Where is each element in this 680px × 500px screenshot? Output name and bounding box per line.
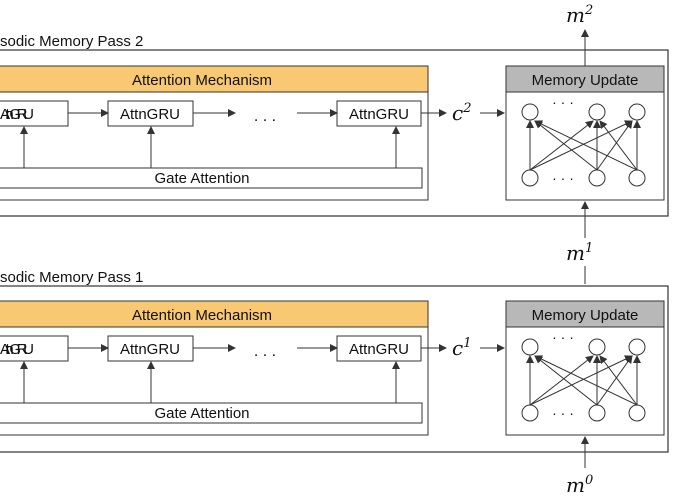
pass-2-gate-attention (0, 167, 423, 189)
memory-input-m0: m0 (566, 473, 593, 497)
pass-1-gru-left (0, 335, 69, 362)
pass-2-outer-box (0, 49, 669, 217)
pass-2-gru-left (0, 100, 69, 127)
episodic-memory-pass-2: sodic Memory Pass 2 Attention Mechanism … (0, 29, 669, 217)
pass-2-gate-label: Gate Attention (154, 170, 249, 187)
pass-1-memory-update-label: Memory Update (532, 307, 639, 324)
pass-1-memory-network (521, 338, 646, 422)
pass-1-gru-mid-label: AttnGRU (120, 341, 180, 358)
pass-2-attention-label: Attention Mechanism (132, 72, 272, 89)
pass-2-memory-network (521, 103, 646, 187)
pass-2-node-dots-top: · · · (552, 94, 574, 110)
pass-1-title: sodic Memory Pass 1 (0, 269, 143, 286)
pass-1-gru-right (336, 335, 422, 362)
episodic-memory-pass-1: sodic Memory Pass 1 Attention Mechanism … (0, 269, 669, 453)
pass-2-gru-right-label: AttnGRU (349, 106, 409, 123)
pass-2-ellipsis: . . . (254, 108, 276, 125)
pass-2-node-dots-bottom: · · · (552, 170, 574, 186)
pass-2-attention-header (0, 65, 429, 93)
pass-1-gate-attention (0, 402, 423, 424)
pass-2-memory-update-header (505, 65, 665, 93)
memory-output-m2: m2 (566, 3, 593, 27)
pass-1-gru-right-label: AttnGRU (349, 341, 409, 358)
pass-1-gate-label: Gate Attention (154, 405, 249, 422)
pass-1-gru-left-label: AttnGRU (0, 341, 34, 358)
pass-1-node-dots-top: · · · (552, 329, 574, 345)
pass-1-outer-box (0, 285, 669, 453)
pass-2-gru-mid-label: AttnGRU (120, 106, 180, 123)
pass-1-memory-update-header (505, 300, 665, 328)
pass-2-gru-left-label: AttnGRU (0, 106, 34, 123)
pass-1-attention-header (0, 300, 429, 328)
pass-1-ellipsis: . . . (254, 343, 276, 360)
memory-m1: m1 (566, 241, 593, 265)
pass-2-title: sodic Memory Pass 2 (0, 33, 143, 50)
pass-2-memory-update-label: Memory Update (532, 72, 639, 89)
pass-1-attention-label: Attention Mechanism (132, 307, 272, 324)
pass-1-node-dots-bottom: · · · (552, 405, 574, 421)
pass-2-context-c2: c2 (452, 101, 471, 125)
pass-1-context-c1: c1 (452, 336, 471, 360)
